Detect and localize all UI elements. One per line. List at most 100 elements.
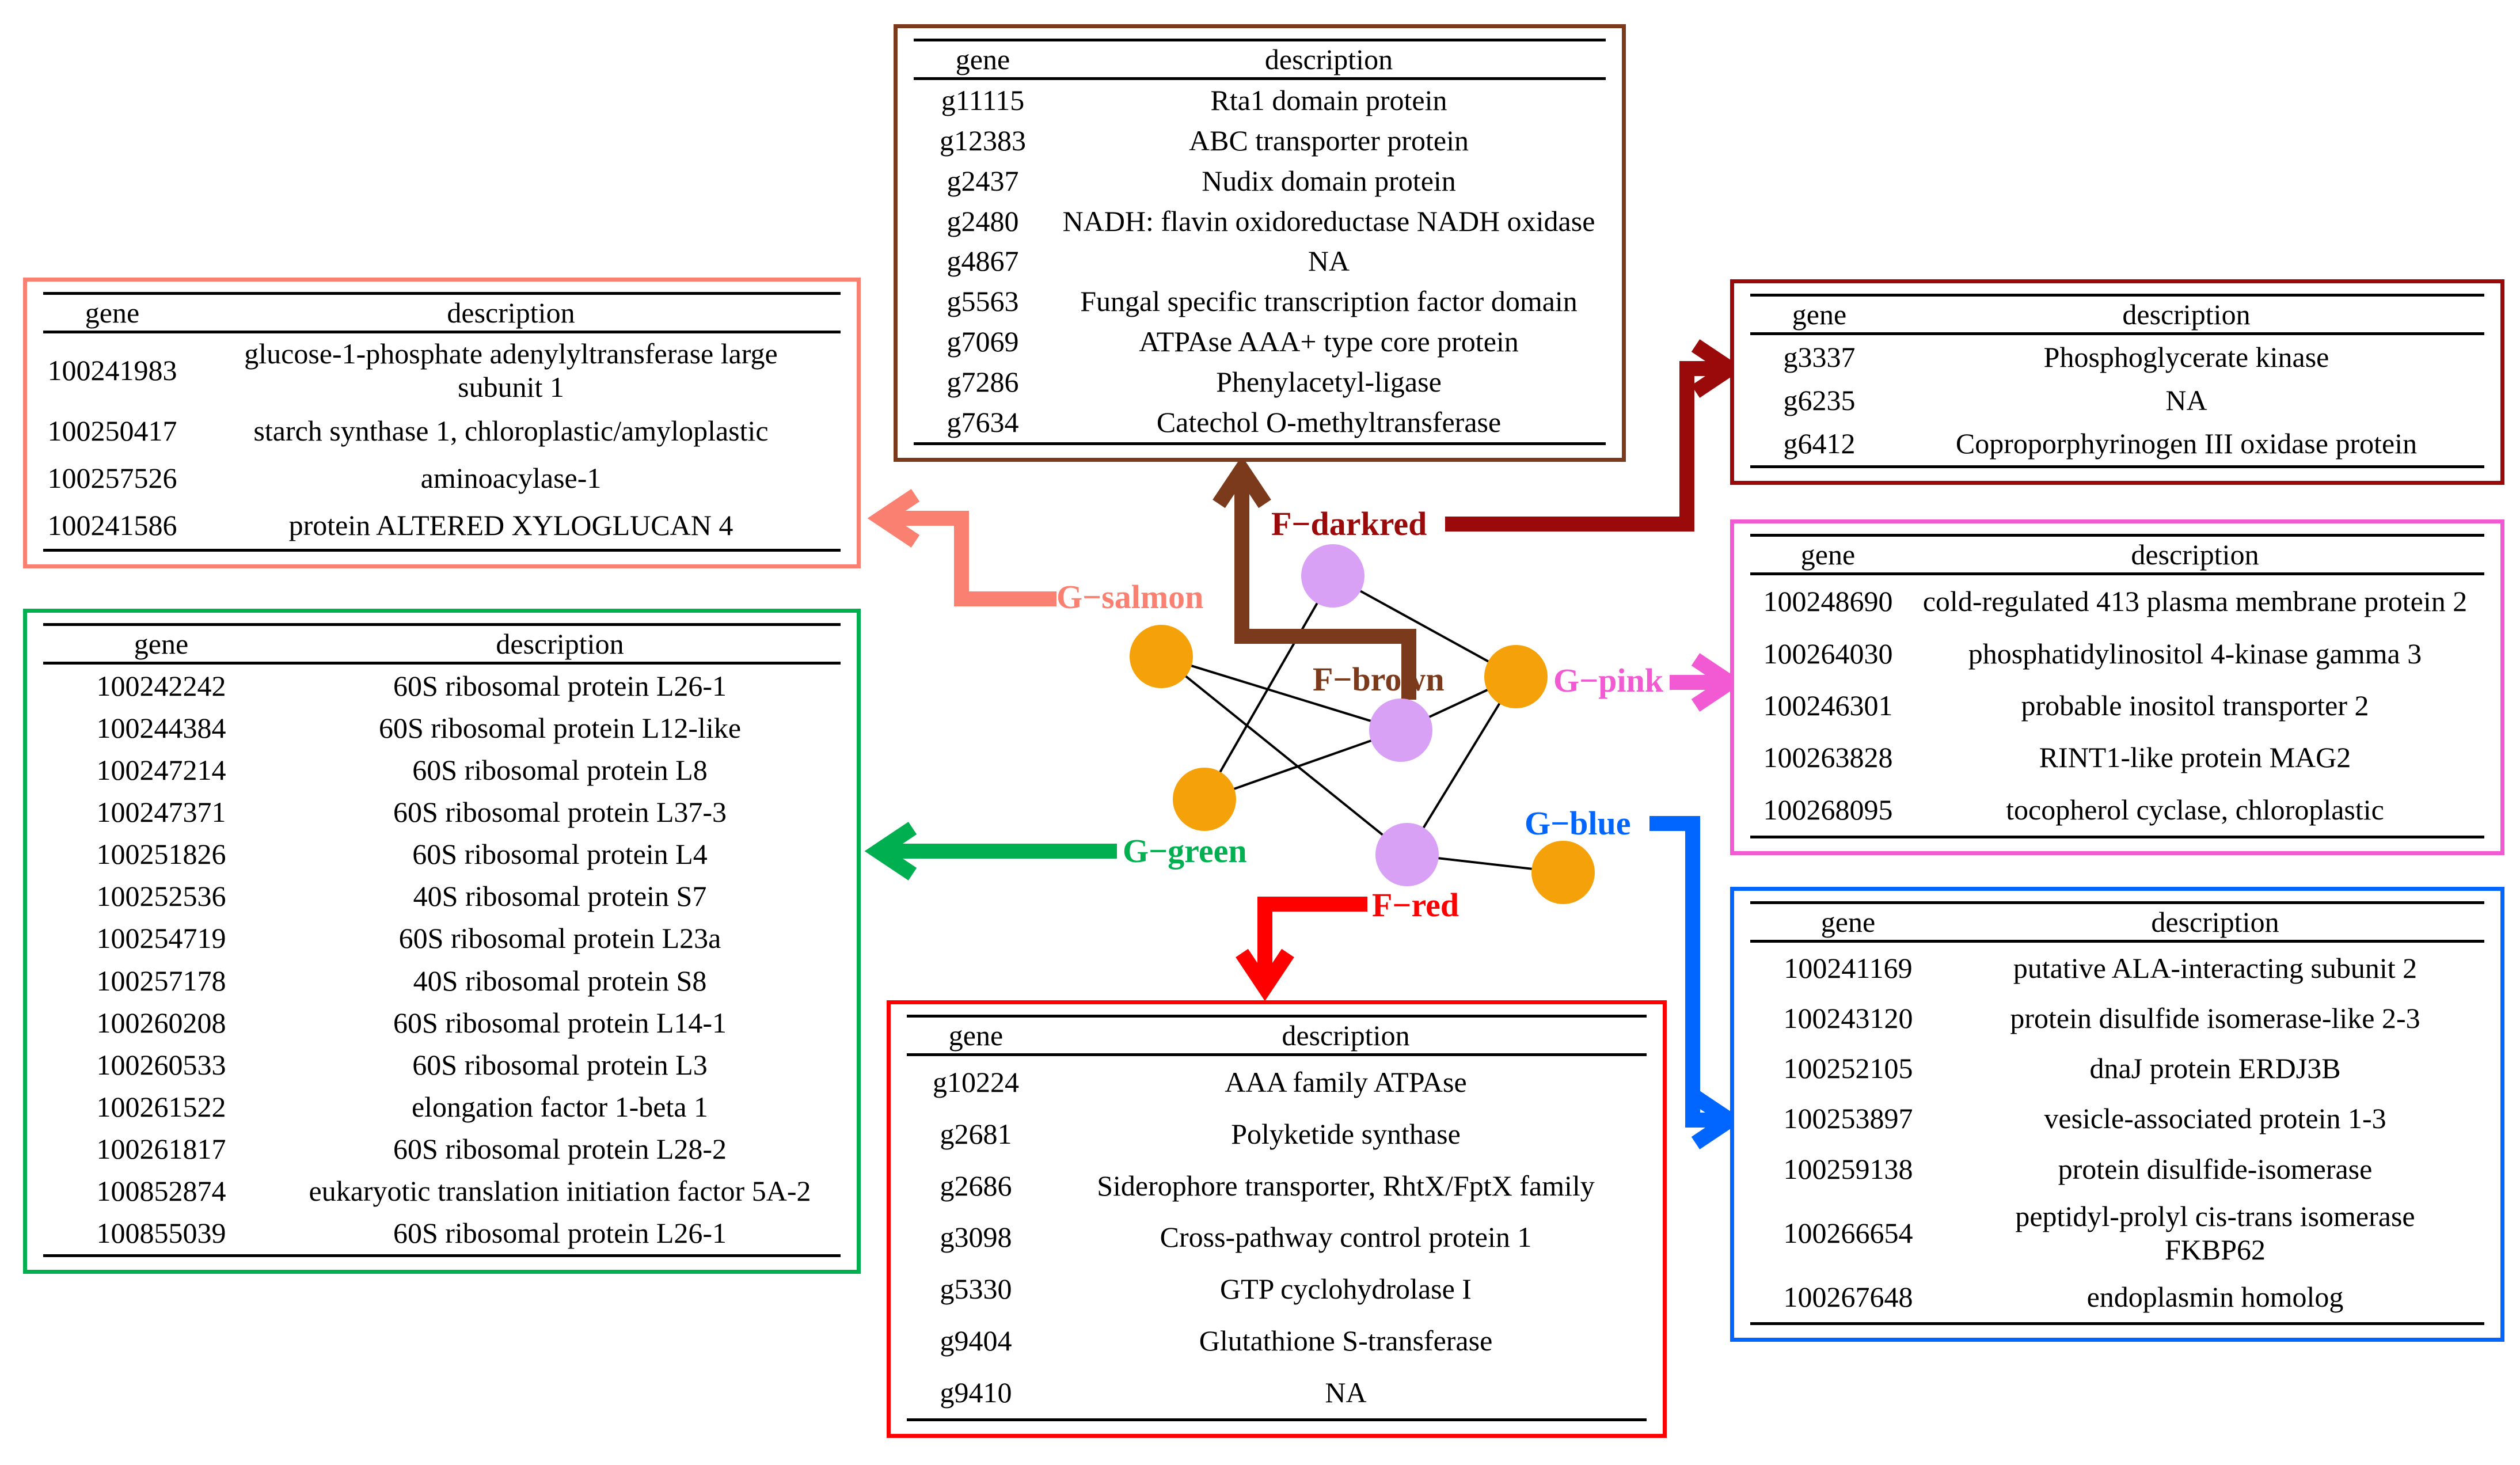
gene-id: 100241983	[47, 354, 177, 386]
column-header-description: description	[2131, 538, 2259, 571]
gene-description: Nudix domain protein	[1052, 164, 1606, 198]
gene-id: g5563	[947, 285, 1019, 318]
edge	[1203, 575, 1334, 800]
description-line: 60S ribosomal protein L28-2	[393, 1133, 727, 1166]
gene-id: 100257178	[96, 964, 226, 997]
table-top-rule	[43, 623, 841, 626]
column-header-gene: gene	[1820, 906, 1876, 938]
table-row: g10224 AAA family ATPAse	[907, 1056, 1647, 1108]
node-orange	[1130, 625, 1193, 688]
edge	[1406, 675, 1517, 856]
gene-id: g7286	[947, 366, 1019, 398]
gene-id: 100268095	[1763, 793, 1893, 826]
column-header-gene: gene	[948, 1019, 1004, 1052]
table-top-rule	[1750, 901, 2484, 904]
description-line: Siderophore transporter, RhtX/FptX famil…	[1097, 1169, 1595, 1202]
gene-description: 60S ribosomal protein L12-like	[279, 711, 841, 745]
column-header-gene: gene	[955, 43, 1010, 75]
gene-description: aminoacylase-1	[181, 461, 841, 495]
red-arrow-shaft	[1257, 897, 1367, 988]
table-header-rule	[907, 1053, 1647, 1056]
blue-arrow-shaft	[1649, 816, 1730, 1128]
column-header-gene: gene	[1800, 538, 1856, 571]
label-g-blue: G−blue	[1525, 804, 1631, 842]
description-line: protein ALTERED XYLOGLUCAN 4	[288, 508, 733, 541]
description-line: putative ALA-interacting subunit 2	[2013, 951, 2418, 984]
gene-id: 100250417	[47, 414, 177, 447]
network-nodes	[1130, 544, 1595, 904]
description-line: NA	[2165, 384, 2207, 416]
red-arrow-head	[1236, 948, 1294, 1001]
node-orange	[1484, 645, 1548, 708]
gene-id: 100254719	[96, 922, 226, 955]
gene-description: eukaryotic translation initiation factor…	[279, 1174, 841, 1208]
table-top-rule	[43, 292, 841, 295]
column-header-gene: gene	[134, 628, 189, 660]
gene-description: 40S ribosomal protein S7	[279, 879, 841, 913]
edge	[1160, 655, 1408, 856]
description-line: 60S ribosomal protein L14-1	[393, 1006, 727, 1039]
table-header-rule	[1750, 940, 2484, 943]
gene-description: AAA family ATPAse	[1045, 1065, 1647, 1099]
gene-description: NA	[1888, 384, 2484, 417]
description-line: Rta1 domain protein	[1210, 84, 1447, 116]
description-line: 60S ribosomal protein L26-1	[393, 669, 727, 702]
gene-id: g10224	[933, 1065, 1019, 1098]
table-bottom-rule	[907, 1418, 1647, 1421]
gene-description: Siderophore transporter, RhtX/FptX famil…	[1045, 1169, 1647, 1202]
description-line: Fungal specific transcription factor dom…	[1080, 285, 1578, 318]
label-f-darkred: F−darkred	[1271, 505, 1427, 542]
gene-description: 60S ribosomal protein L26-1	[279, 1216, 841, 1250]
description-line: Phosphoglycerate kinase	[2043, 340, 2329, 373]
table-bottom-rule	[43, 549, 841, 552]
column-header-description: description	[1282, 1019, 1410, 1052]
description-line: protein disulfide-isomerase	[2058, 1152, 2373, 1185]
green-arrow-head	[864, 822, 917, 880]
description-line: 40S ribosomal protein S8	[413, 964, 707, 997]
gene-id: 100252105	[1783, 1052, 1913, 1085]
description-line: aminoacylase-1	[420, 461, 602, 494]
gene-id: 100267648	[1783, 1281, 1913, 1314]
node-orange	[1531, 841, 1595, 904]
gene-id: g6235	[1783, 384, 1856, 416]
gene-id: 100263828	[1763, 741, 1893, 774]
description-line: elongation factor 1-beta 1	[411, 1090, 709, 1123]
description-line: Catechol O-methyltransferase	[1156, 406, 1502, 439]
gene-description: Cross-pathway control protein 1	[1045, 1220, 1647, 1254]
description-line: 60S ribosomal protein L12-like	[378, 711, 742, 744]
gene-id: g5330	[940, 1273, 1012, 1305]
gene-id: 100855039	[96, 1217, 226, 1250]
gene-id: 100244384	[96, 711, 226, 744]
gene-description: endoplasmin homolog	[1946, 1280, 2484, 1314]
description-line: AAA family ATPAse	[1225, 1065, 1467, 1098]
gene-description: elongation factor 1-beta 1	[279, 1090, 841, 1124]
salmon-arrow	[867, 489, 1056, 606]
description-line: 60S ribosomal protein L23a	[398, 922, 721, 955]
column-header-description: description	[447, 297, 575, 329]
gene-id: g9410	[940, 1376, 1012, 1409]
description-line: endoplasmin homolog	[2086, 1281, 2344, 1314]
